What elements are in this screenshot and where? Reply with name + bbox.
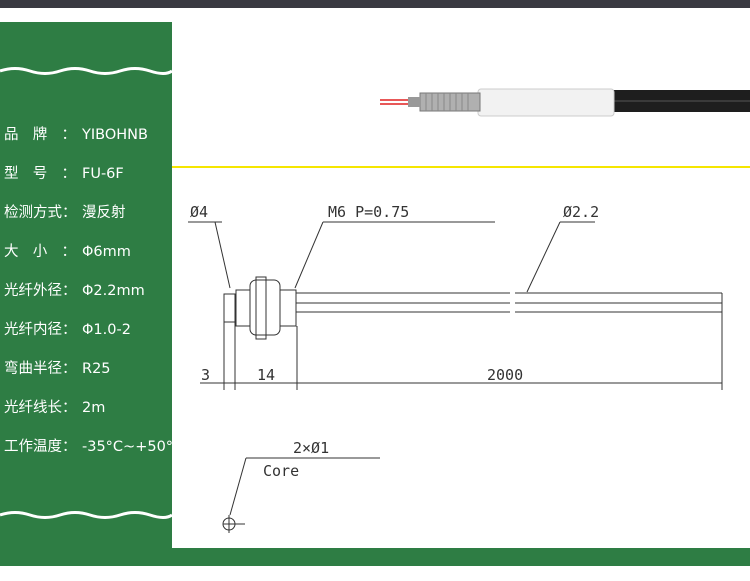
spec-label: 工作温度： bbox=[4, 439, 77, 455]
spec-label: 弯曲半径： bbox=[4, 361, 77, 377]
spec-label: 光纤内径： bbox=[4, 322, 77, 338]
spec-row: 光纤外径： Φ2.2mm bbox=[4, 281, 145, 301]
spec-value: FU-6F bbox=[82, 166, 124, 182]
spec-row: 品牌： YIBOHNB bbox=[4, 125, 148, 145]
label-d22: Ø2.2 bbox=[563, 203, 599, 221]
spec-value: YIBOHNB bbox=[82, 127, 148, 143]
spec-value: 2m bbox=[82, 400, 106, 416]
dim-2000: 2000 bbox=[487, 366, 523, 384]
spec-value: 漫反射 bbox=[82, 205, 126, 221]
spec-value: Φ2.2mm bbox=[82, 283, 145, 299]
label-core-count: 2×Ø1 bbox=[293, 439, 329, 457]
spec-label: 光纤线长： bbox=[4, 400, 77, 416]
spec-value: -35°C~+50°C bbox=[82, 439, 184, 455]
spec-row: 光纤线长： 2m bbox=[4, 398, 105, 418]
spec-label: 大小： bbox=[4, 244, 76, 260]
label-thread: M6 P=0.75 bbox=[328, 203, 409, 221]
label-core: Core bbox=[263, 462, 299, 480]
spec-label: 型号： bbox=[4, 166, 76, 182]
divider-line bbox=[172, 166, 750, 168]
spec-value: R25 bbox=[82, 361, 111, 377]
spec-panel bbox=[0, 22, 172, 548]
spec-row: 光纤内径： Φ1.0-2 bbox=[4, 320, 131, 340]
dim-14: 14 bbox=[257, 366, 275, 384]
spec-value: Φ6mm bbox=[82, 244, 131, 260]
spec-row: 工作温度： -35°C~+50°C bbox=[4, 437, 183, 457]
bottom-bar bbox=[0, 548, 750, 566]
spec-label: 光纤外径： bbox=[4, 283, 77, 299]
top-bar bbox=[0, 0, 750, 8]
spec-value: Φ1.0-2 bbox=[82, 322, 131, 338]
spec-label: 检测方式： bbox=[4, 205, 77, 221]
spec-row: 大小： Φ6mm bbox=[4, 242, 131, 262]
spec-row: 检测方式： 漫反射 bbox=[4, 203, 126, 223]
label-d4: Ø4 bbox=[190, 203, 208, 221]
spec-row: 型号： FU-6F bbox=[4, 164, 124, 184]
spec-label: 品牌： bbox=[4, 127, 76, 143]
spec-row: 弯曲半径： R25 bbox=[4, 359, 111, 379]
dim-3: 3 bbox=[201, 366, 210, 384]
